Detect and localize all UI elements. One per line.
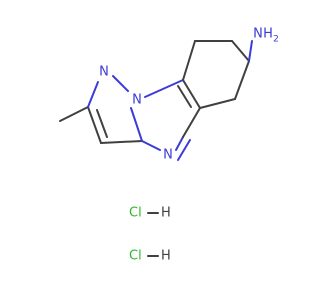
bond-c3a-n4 (141, 140, 161, 151)
bond-c2-n1 (87, 81, 99, 108)
bond-c2-c3 (87, 106, 102, 144)
bond-c9a-n9 (144, 79, 184, 98)
bond-n4-c5-inner (177, 139, 191, 161)
bond-c5a-c9a-inner (177, 85, 192, 108)
atom-n4: N (163, 148, 173, 163)
salt-hcl-2: Cl H (129, 249, 171, 264)
atom-amine-h: H (263, 27, 273, 42)
bond-c7-c6 (234, 60, 250, 100)
bond-c5-c5a (182, 107, 201, 138)
atom-amine-n: N (253, 27, 263, 42)
atom-n1: N (99, 65, 109, 80)
atom-amine-subscript: 2 (273, 35, 279, 45)
bond-c5a-c9a (182, 79, 201, 109)
bond-c8-c7 (231, 40, 250, 62)
bond-c2-c3-inner (96, 109, 108, 138)
atom-n9: N (132, 93, 142, 108)
salt-cl-1: Cl (129, 206, 142, 221)
structure-drawing: N N N N H 2 Cl H Cl H (59, 27, 279, 264)
bond-c9a-c9 (182, 40, 196, 81)
molecule-canvas: N N N N H 2 Cl H Cl H (59, 26, 279, 264)
salt-h-2: H (161, 249, 171, 264)
bond-n9-c3a (130, 107, 143, 142)
bond-c3-c3a (100, 140, 143, 144)
bond-c7-nh2 (248, 40, 253, 62)
bond-n4-c5 (175, 136, 184, 151)
bond-c6-c5a (199, 98, 236, 109)
bond-methyl (59, 106, 89, 122)
salt-h-1: H (161, 206, 171, 221)
bond-n1-n9 (112, 75, 129, 92)
salt-cl-2: Cl (129, 249, 142, 264)
salt-hcl-1: Cl H (129, 206, 171, 221)
